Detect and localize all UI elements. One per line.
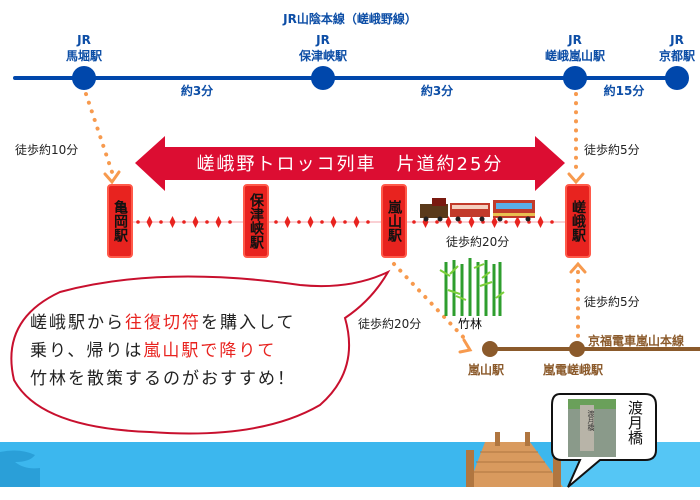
wave [0, 450, 40, 487]
torokko-line-dot [274, 220, 278, 224]
message-text: を購入して [201, 313, 296, 333]
torokko-line-dot [468, 216, 475, 228]
torokko-line-dot [136, 220, 140, 224]
torokko-station-kameoka[interactable]: 亀岡駅 [107, 184, 133, 258]
time-sagaarashiyama-kyoto: 約15分 [603, 84, 645, 98]
bamboo-icon [444, 258, 502, 316]
station-name: 保津峡駅 [298, 49, 347, 63]
torokko-station-saga[interactable]: 嵯峨駅 [565, 184, 591, 258]
torokko-line-dot [550, 220, 554, 224]
randen-station-arashiyama[interactable]: 嵐山駅 [468, 363, 505, 377]
time-umahori-hozukyo: 約3分 [180, 84, 214, 98]
station-kyoto[interactable]: JR 京都駅 [647, 33, 700, 64]
torokko-line-dot [435, 220, 439, 224]
torokko-line-dot [192, 216, 199, 228]
station-randen-arashiyama-dot[interactable] [482, 341, 498, 357]
jr-line-title: JR山陰本線（嵯峨野線） [283, 12, 417, 26]
station-name: 嵯峨嵐山駅 [544, 49, 605, 63]
torokko-line-dot [182, 220, 186, 224]
torokko-line-dot [205, 220, 209, 224]
station-kyoto-dot[interactable] [665, 66, 689, 90]
message-line-3: 竹林を散策するのがおすすめ！ [30, 369, 296, 389]
message-line-1: 嵯峨駅から往復切符を購入して [30, 308, 296, 333]
walk-arrows [103, 170, 587, 354]
station-sagaarashiyama-dot[interactable] [563, 66, 587, 90]
station-prefix: JR [77, 33, 91, 47]
togetsukyo-label: 渡月橋 [626, 400, 644, 445]
station-umahori[interactable]: JR 馬堀駅 [44, 33, 124, 64]
randen-station-saga[interactable]: 嵐電嵯峨駅 [543, 363, 604, 377]
torokko-line-dot [215, 216, 222, 228]
torokko-line-dot [159, 220, 163, 224]
bamboo-leaves [439, 263, 505, 301]
torokko-line-dot [445, 216, 452, 228]
torokko-line-dot [320, 220, 324, 224]
walk-arashiyama-saga: 徒歩約20分 [446, 235, 510, 249]
station-hozukyo[interactable]: JR 保津峡駅 [283, 33, 363, 64]
time-hozukyo-sagaarashiyama: 約3分 [420, 84, 454, 98]
bridge-dock-icon [466, 432, 563, 487]
walk-umahori-kameoka: 徒歩約10分 [15, 143, 79, 157]
torokko-line-dot [537, 216, 544, 228]
station-name: 馬堀駅 [65, 49, 102, 63]
torokko-station-arashiyama[interactable]: 嵐山駅 [381, 184, 407, 258]
torokko-line-dot [504, 220, 508, 224]
station-umahori-dot[interactable] [72, 66, 96, 90]
torokko-banner-arrow [135, 136, 565, 191]
station-prefix: JR [316, 33, 330, 47]
photo-inscription: 渡月橋 [587, 410, 595, 431]
torokko-line-dot [297, 220, 301, 224]
station-name: 京都駅 [658, 49, 695, 63]
walk-sagaarashiyama-saga: 徒歩約5分 [584, 143, 640, 157]
station-sagaarashiyama[interactable]: JR 嵯峨嵐山駅 [530, 33, 620, 64]
torokko-line-dot [491, 216, 498, 228]
walk-paths [84, 92, 580, 342]
message-line-2: 乗り、帰りは嵐山駅で降りて [30, 336, 276, 361]
station-randen-saga-dot[interactable] [569, 341, 585, 357]
torokko-line-dot [169, 216, 176, 228]
station-prefix: JR [670, 33, 684, 47]
station-prefix: JR [568, 33, 582, 47]
message-text: 乗り、帰りは [30, 341, 144, 361]
torokko-line-dot [228, 220, 232, 224]
torokko-line-dot [366, 220, 370, 224]
message-highlight: 往復切符 [125, 313, 201, 333]
walk-arashiyama-randen: 徒歩約20分 [358, 317, 422, 331]
photo-trees [568, 399, 616, 409]
torokko-banner: 嵯峨野トロッコ列車 片道約25分 [196, 154, 504, 175]
torokko-line-dot [343, 220, 347, 224]
torokko-line-dot [514, 216, 521, 228]
message-bubble [10, 269, 391, 435]
message-text: 嵯峨駅から [30, 313, 125, 333]
torokko-line-dot [330, 216, 337, 228]
message-highlight: 嵐山駅で降りて [143, 341, 277, 361]
photo-stone-pillar [580, 405, 594, 451]
torokko-line-dot [412, 220, 416, 224]
torokko-station-hozukyo[interactable]: 保津峡駅 [243, 184, 269, 258]
torokko-line-dot [307, 216, 314, 228]
randen-line-name: 京福電車嵐山本線 [588, 334, 685, 348]
torokko-line-dot [353, 216, 360, 228]
bamboo-label: 竹林 [458, 317, 483, 331]
torokko-line-dot [146, 216, 153, 228]
walk-randen-saga: 徒歩約5分 [584, 295, 640, 309]
station-hozukyo-dot[interactable] [311, 66, 335, 90]
train-icon [420, 198, 535, 222]
torokko-line-dot [284, 216, 291, 228]
